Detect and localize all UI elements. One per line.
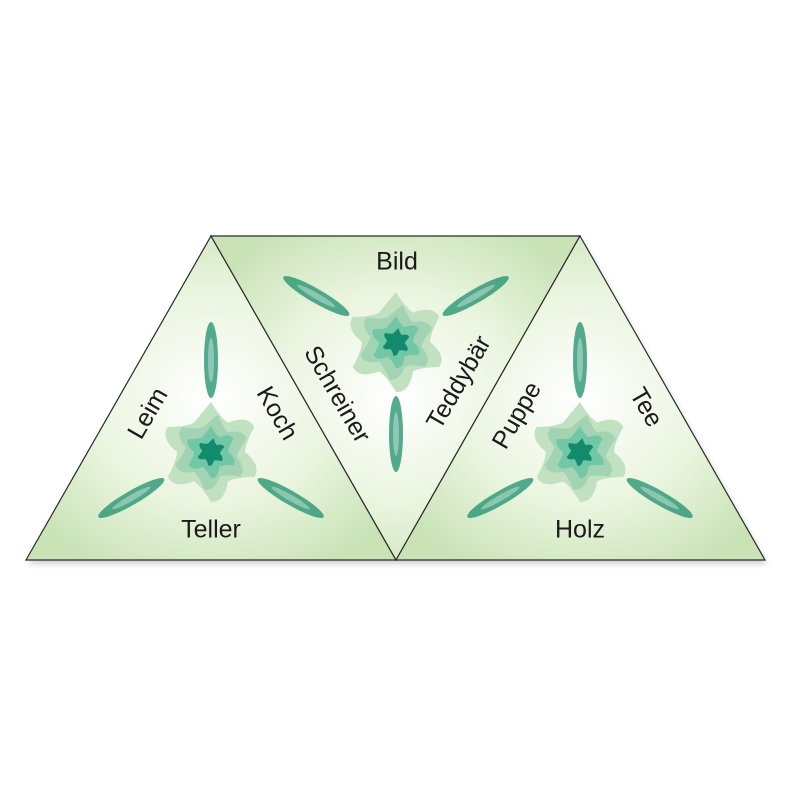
petal-group [467, 322, 693, 518]
leaf-petal [283, 276, 350, 316]
leaf-highlight [481, 486, 520, 510]
flower-icon [165, 402, 257, 503]
leaf-petal [626, 478, 693, 518]
flower-layer [566, 438, 594, 466]
flower-layer [197, 438, 225, 466]
leaf-petal [257, 478, 324, 518]
word-teller: Teller [181, 516, 241, 544]
leaf-highlight [297, 284, 336, 308]
leaf-highlight [393, 412, 399, 456]
leaf-highlight [640, 486, 679, 510]
leaf-highlight [208, 338, 214, 382]
leaf-highlight [577, 338, 583, 382]
triangle-tile-leim-koch-teller: Leim Koch Teller [24, 234, 398, 561]
flower-layer [382, 328, 410, 356]
tile-shape [394, 234, 767, 561]
word-bild: Bild [376, 248, 418, 276]
leaf-highlight [271, 486, 310, 510]
petal-group [98, 322, 324, 518]
triangle-tile-bild-schreiner-teddybaer: Bild Schreiner Teddybär [209, 235, 582, 562]
leaf-petal [573, 322, 587, 398]
petal-group [283, 276, 509, 472]
leaf-petal [442, 276, 509, 316]
leaf-petal [98, 478, 165, 518]
triangle-tile-puppe-tee-holz: Puppe Tee Holz [394, 234, 767, 561]
word-holz: Holz [555, 516, 605, 544]
leaf-highlight [456, 284, 495, 308]
flower-icon [534, 402, 626, 503]
flower-icon [350, 292, 442, 393]
leaf-petal [389, 396, 403, 472]
leaf-highlight [112, 486, 151, 510]
leaf-petal [467, 478, 534, 518]
leaf-petal [204, 322, 218, 398]
